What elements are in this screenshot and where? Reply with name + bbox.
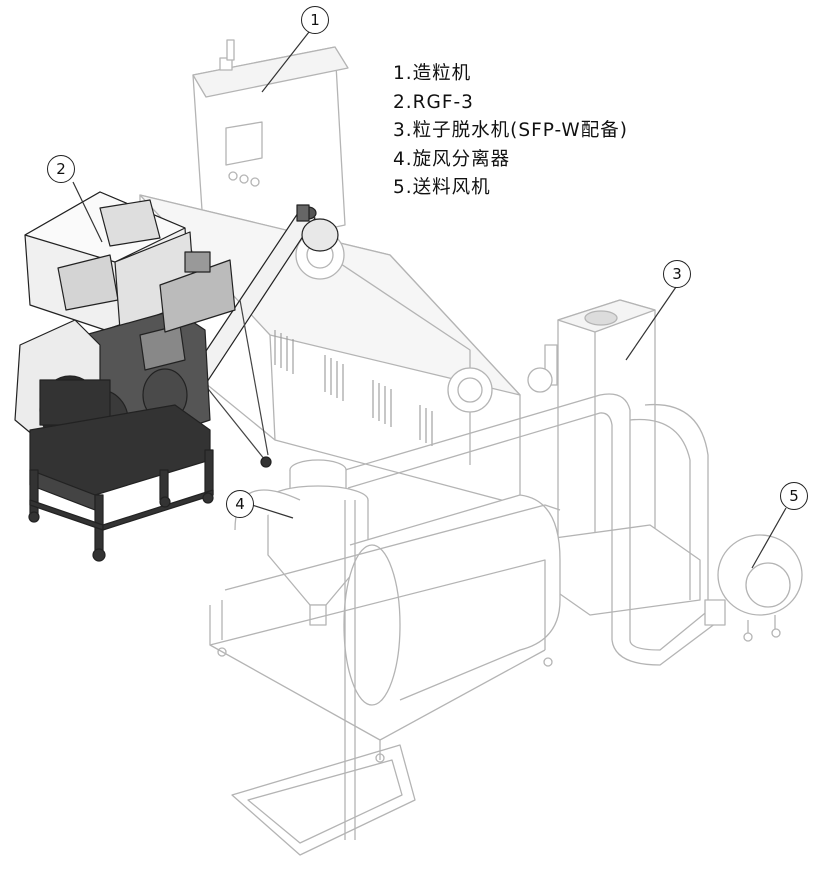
callout-1: 1 — [301, 6, 329, 34]
crusher-hopper — [24, 191, 196, 331]
cyclone-separator — [267, 459, 369, 626]
conveying-pipe — [344, 393, 721, 666]
legend-item-rgf3: 2.RGF-3 — [393, 91, 474, 113]
callout-5: 5 — [780, 482, 808, 510]
callout-4: 4 — [226, 490, 254, 518]
leader-line-2 — [72, 181, 103, 243]
leader-line-1 — [261, 31, 310, 93]
legend-item-feed-blower: 5.送料风机 — [393, 177, 491, 198]
leader-line-5 — [751, 507, 787, 569]
legend-item-dewatering-machine: 3.粒子脱水机(SFP-W配备) — [393, 120, 628, 141]
granulator-control-cabinet — [192, 39, 349, 256]
callout-3: 3 — [663, 260, 691, 288]
leader-line-4 — [251, 504, 294, 519]
leader-line-3 — [625, 286, 677, 361]
dewatering-machine — [527, 299, 701, 616]
legend-item-cyclone-separator: 4.旋风分离器 — [393, 148, 511, 170]
crusher-base-frame — [28, 404, 214, 562]
callout-leaders — [72, 31, 787, 569]
legend-item-granulator: 1.造粒机 — [393, 63, 472, 84]
storage-frame — [209, 500, 561, 856]
callout-2: 2 — [47, 155, 75, 183]
rgf3-crusher — [14, 191, 339, 562]
component-legend: 1.造粒机 2.RGF-3 3.粒子脱水机(SFP-W配备) 4.旋风分离器 5… — [393, 60, 628, 203]
feed-blower — [704, 534, 803, 642]
